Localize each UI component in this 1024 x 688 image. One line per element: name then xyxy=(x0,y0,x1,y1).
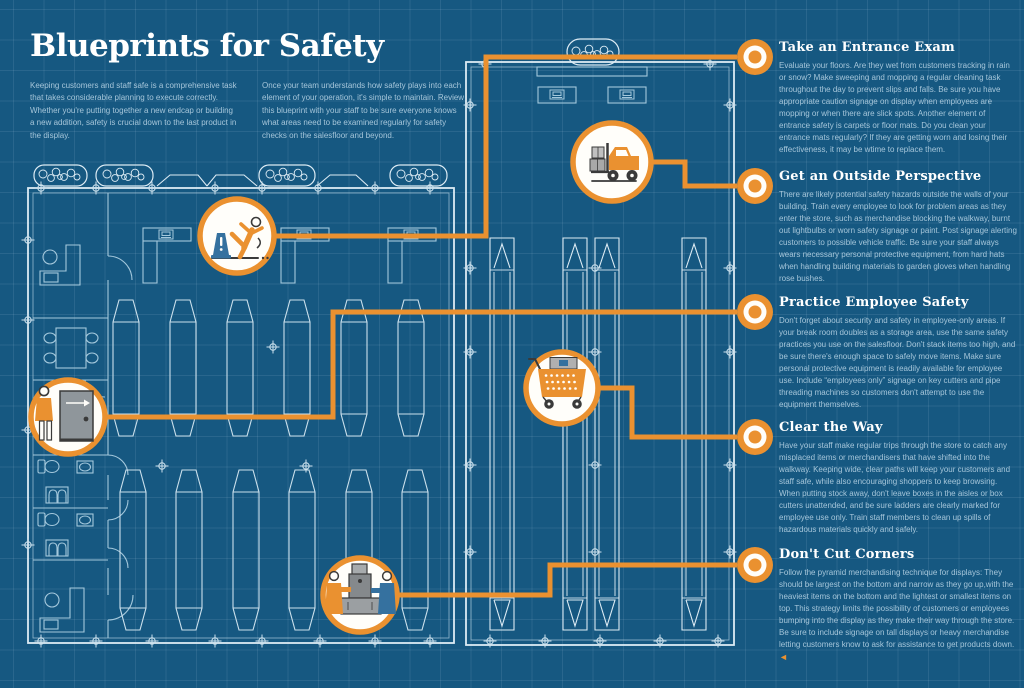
section-title: Take an Entrance Exam xyxy=(779,40,955,55)
section-clear-the-way: Clear the Way Have your staff make regul… xyxy=(779,420,1017,536)
page-title: Blueprints for Safety xyxy=(30,28,384,64)
section-body: Have your staff make regular trips throu… xyxy=(779,441,1011,534)
section-bullet-3 xyxy=(737,294,773,330)
employee-door-icon xyxy=(28,377,108,457)
storage-racks xyxy=(489,237,707,631)
connector-line-corners xyxy=(397,562,737,598)
section-bullet-4 xyxy=(737,419,773,455)
section-body: There are likely potential safety hazard… xyxy=(779,190,1017,283)
connector-lines xyxy=(106,54,737,598)
connector-line-outside xyxy=(650,159,737,189)
left-rooms xyxy=(33,193,134,638)
intro-block: Keeping customers and staff safe is a co… xyxy=(30,80,470,142)
section-title: Don't Cut Corners xyxy=(779,547,915,562)
section-title: Clear the Way xyxy=(779,420,883,435)
section-title: Get an Outside Perspective xyxy=(779,169,982,184)
entrance-canopy xyxy=(156,174,369,187)
section-body-text: Follow the pyramid merchandising techniq… xyxy=(779,568,1015,649)
section-bullet-5 xyxy=(737,547,773,583)
section-title: Practice Employee Safety xyxy=(779,295,969,310)
right-building xyxy=(463,38,737,648)
service-counter-icon xyxy=(320,555,400,635)
shrub-planter-row xyxy=(33,164,448,187)
section-bullets xyxy=(737,39,773,583)
section-body: Follow the pyramid merchandising techniq… xyxy=(779,567,1017,665)
section-outside-perspective: Get an Outside Perspective There are lik… xyxy=(779,169,1017,285)
section-bullet-2 xyxy=(737,168,773,204)
section-body: Evaluate your floors. Are they wet from … xyxy=(779,61,1010,154)
section-entrance-exam: Take an Entrance Exam Evaluate your floo… xyxy=(779,40,1017,156)
end-marker-icon: ◄ xyxy=(779,652,788,662)
shopping-cart-icon xyxy=(523,349,601,427)
warehouse-entry xyxy=(536,66,648,104)
connector-line-employee xyxy=(106,309,737,420)
section-dont-cut-corners: Don't Cut Corners Follow the pyramid mer… xyxy=(779,547,1017,665)
section-bullet-1 xyxy=(737,39,773,75)
slip-hazard-icon xyxy=(197,196,277,276)
section-employee-safety: Practice Employee Safety Don't forget ab… xyxy=(779,295,1017,411)
intro-paragraph-2: Once your team understands how safety pl… xyxy=(262,81,465,140)
shrub-planter-top xyxy=(566,38,620,66)
connector-line-clear xyxy=(598,385,737,440)
connector-line-entrance xyxy=(270,54,737,239)
section-body: Don't forget about security and safety i… xyxy=(779,316,1016,409)
intro-paragraph-1: Keeping customers and staff safe is a co… xyxy=(30,81,237,140)
forklift-icon xyxy=(570,120,654,204)
left-building xyxy=(21,164,455,648)
